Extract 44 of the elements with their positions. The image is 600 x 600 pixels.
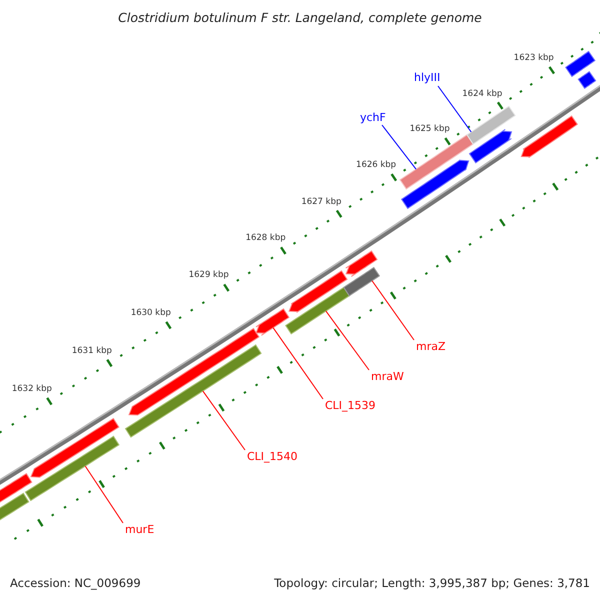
- gene-label: ychF: [360, 112, 386, 123]
- gene-bar: [124, 344, 262, 438]
- accession-note: Accession: NC_009699: [10, 576, 141, 590]
- gene-bar: [343, 266, 380, 296]
- tick-label: 1632 kbp: [12, 384, 52, 393]
- gene-bar: [399, 134, 474, 190]
- tick-label: 1631 kbp: [72, 346, 112, 355]
- leader-line: [325, 310, 370, 370]
- gene-label: hlyIII: [414, 72, 440, 83]
- gene-bar: [345, 250, 378, 277]
- gene-bar: [24, 436, 120, 502]
- leader-line: [202, 390, 246, 450]
- gene-bar: [466, 106, 516, 145]
- tick-label: 1626 kbp: [356, 160, 396, 170]
- gene-bar: [128, 328, 260, 416]
- tick-label: 1624 kbp: [462, 89, 502, 98]
- map-title: Clostridium botulinum F str. Langeland, complete genome: [117, 10, 483, 25]
- gene-label: CLI_1540: [247, 451, 298, 462]
- gene-bar: [30, 418, 120, 478]
- leader-line: [382, 124, 417, 170]
- gene-bar: [400, 159, 470, 210]
- gene-label: CLI_1539: [325, 400, 376, 411]
- gene-bar: [520, 115, 578, 158]
- gene-label: mraW: [371, 371, 404, 382]
- leader-line: [372, 280, 414, 340]
- leader-line: [272, 327, 324, 400]
- gene-bar: [285, 286, 350, 334]
- tick-label: 1625 kbp: [410, 124, 450, 134]
- gene-label: mraZ: [416, 341, 446, 352]
- tick-label: 1623 kbp: [514, 54, 554, 63]
- leader-line: [438, 86, 472, 132]
- genome-summary-note: Topology: circular; Length: 3,995,387 bp; Genes: 3,781: [274, 576, 590, 590]
- leader-line: [84, 466, 124, 524]
- gene-bar: [565, 50, 596, 78]
- tick-label: 1627 kbp: [301, 197, 342, 206]
- gene-bar: [288, 270, 348, 313]
- tick-label: 1629 kbp: [188, 271, 229, 280]
- gene-bar: [468, 128, 512, 164]
- tick-label: 1628 kbp: [246, 234, 286, 242]
- tick-label: 1630 kbp: [130, 308, 171, 317]
- gene-bar: [255, 308, 290, 336]
- gene-bar: [578, 71, 596, 89]
- gene-bar: [0, 473, 32, 506]
- gene-label: murE: [125, 524, 154, 535]
